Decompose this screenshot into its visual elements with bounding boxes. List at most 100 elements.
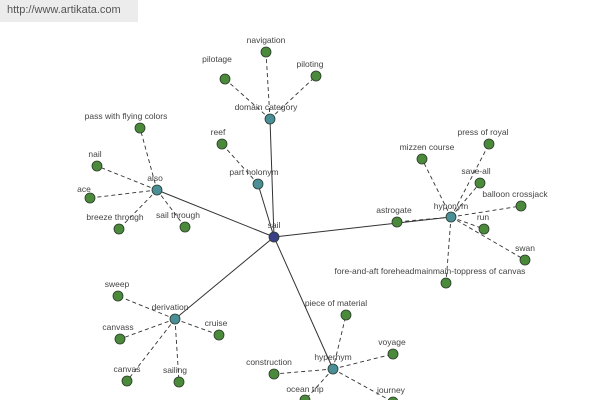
leaf-node-voyage[interactable] bbox=[387, 348, 399, 360]
leaf-node-sailing[interactable] bbox=[173, 376, 185, 388]
node-label-also: also bbox=[147, 173, 163, 183]
node-label-hypernym: hypernym bbox=[314, 352, 351, 362]
leaf-node-mizzen-course[interactable] bbox=[416, 153, 428, 165]
node-label-save-all: save-all bbox=[461, 166, 490, 176]
node-label-canvas: canvas bbox=[114, 364, 141, 374]
edge-sail-part-holonym bbox=[257, 183, 275, 238]
edge-hypernym-journey bbox=[332, 368, 391, 400]
leaf-node-swan[interactable] bbox=[519, 254, 531, 266]
edge-hyponym-save-all bbox=[450, 182, 481, 218]
node-label-astrogate: astrogate bbox=[376, 205, 412, 215]
edge-sail-also bbox=[156, 189, 275, 238]
node-label-domain-category: domain category bbox=[235, 102, 299, 112]
node-label-piloting: piloting bbox=[297, 59, 324, 69]
node-label-hyponym: hyponym bbox=[434, 201, 469, 211]
node-label-mizzen-course: mizzen course bbox=[400, 142, 455, 152]
leaf-node-balloon-crossjack[interactable] bbox=[515, 200, 527, 212]
node-label-sailing: sailing bbox=[163, 365, 187, 375]
leaf-node-cruise[interactable] bbox=[213, 329, 225, 341]
leaf-node-pilotage[interactable] bbox=[219, 73, 231, 85]
node-label-piece-of-material: piece of material bbox=[305, 298, 367, 308]
node-label-sail-through: sail through bbox=[156, 210, 200, 220]
relation-node-hypernym[interactable] bbox=[327, 363, 339, 375]
node-label-nail: nail bbox=[88, 149, 101, 159]
leaf-node-save-all[interactable] bbox=[474, 177, 486, 189]
node-label-part-holonym: part holonym bbox=[229, 167, 278, 177]
node-label-construction: construction bbox=[246, 357, 292, 367]
node-label-press-of-royal: press of royal bbox=[457, 127, 508, 137]
leaf-node-journey[interactable] bbox=[387, 396, 399, 400]
edge-hyponym-run bbox=[450, 216, 485, 230]
source-url-banner[interactable]: http://www.artikata.com bbox=[0, 0, 138, 22]
leaf-node-piece-of-material[interactable] bbox=[340, 309, 352, 321]
leaf-node-pass-with-flying-colors[interactable] bbox=[134, 122, 146, 134]
edge-sail-hyponym bbox=[273, 216, 452, 238]
leaf-node-ace[interactable] bbox=[84, 192, 96, 204]
edge-hyponym-mizzen-course bbox=[421, 158, 452, 218]
graph-nodes bbox=[84, 46, 531, 400]
node-label-pass-with-flying-colors: pass with flying colors bbox=[85, 111, 168, 121]
node-label-voyage: voyage bbox=[378, 337, 406, 347]
node-label-ace: ace bbox=[77, 184, 91, 194]
leaf-node-sail-through[interactable] bbox=[179, 221, 191, 233]
leaf-node-nail[interactable] bbox=[91, 160, 103, 172]
edge-derivation-sweep bbox=[117, 295, 176, 320]
edge-derivation-canvass bbox=[119, 318, 176, 340]
node-label-cruise: cruise bbox=[205, 318, 228, 328]
node-label-run: run bbox=[477, 212, 490, 222]
leaf-node-canvas[interactable] bbox=[121, 375, 133, 387]
edge-hyponym-swan bbox=[450, 216, 526, 261]
edge-hypernym-construction bbox=[273, 368, 334, 375]
edge-also-sail-through bbox=[156, 189, 186, 228]
relation-node-derivation[interactable] bbox=[169, 313, 181, 325]
edge-derivation-sailing bbox=[174, 318, 180, 383]
leaf-node-press-of-royal[interactable] bbox=[483, 138, 495, 150]
node-label-fore-and-aft-foreheadmainmain-toppress-of-canvas: fore-and-aft foreheadmainmain-toppress o… bbox=[335, 266, 526, 276]
node-label-breeze-through: breeze through bbox=[86, 212, 143, 222]
edge-also-ace bbox=[89, 189, 158, 199]
edge-part-holonym-reef bbox=[221, 143, 259, 185]
edge-domain-category-piloting bbox=[269, 75, 317, 120]
node-label-journey: journey bbox=[376, 385, 406, 395]
relation-node-also[interactable] bbox=[151, 184, 163, 196]
leaf-node-fore-and-aft-foreheadmainmain-toppress-of-canvas[interactable] bbox=[440, 277, 452, 289]
node-label-canvass: canvass bbox=[102, 322, 133, 332]
node-label-balloon-crossjack: balloon crossjack bbox=[482, 189, 548, 199]
node-label-pilotage: pilotage bbox=[202, 54, 232, 64]
edge-also-pass-with-flying-colors bbox=[139, 127, 158, 191]
edge-derivation-canvas bbox=[126, 318, 176, 382]
edge-domain-category-pilotage bbox=[224, 78, 271, 120]
node-label-navigation: navigation bbox=[247, 35, 286, 45]
graph-edges bbox=[89, 51, 526, 400]
edge-hypernym-piece-of-material bbox=[332, 314, 347, 370]
leaf-node-canvass[interactable] bbox=[114, 333, 126, 345]
leaf-node-sweep[interactable] bbox=[112, 290, 124, 302]
edge-also-breeze-through bbox=[118, 189, 158, 230]
edge-sail-hypernym bbox=[273, 236, 334, 370]
leaf-node-construction[interactable] bbox=[268, 368, 280, 380]
leaf-node-ocean-trip[interactable] bbox=[299, 394, 311, 400]
relation-node-part-holonym[interactable] bbox=[252, 178, 264, 190]
node-label-derivation: derivation bbox=[152, 302, 189, 312]
edge-hypernym-voyage bbox=[332, 353, 394, 370]
edge-also-nail bbox=[96, 165, 158, 191]
edge-hyponym-astrogate bbox=[396, 216, 452, 223]
node-label-reef: reef bbox=[211, 127, 226, 137]
edge-sail-derivation bbox=[174, 236, 275, 320]
center-node-sail[interactable] bbox=[268, 231, 280, 243]
leaf-node-breeze-through[interactable] bbox=[113, 223, 125, 235]
edge-derivation-cruise bbox=[174, 318, 220, 336]
leaf-node-astrogate[interactable] bbox=[391, 216, 403, 228]
relation-node-domain-category[interactable] bbox=[264, 113, 276, 125]
leaf-node-navigation[interactable] bbox=[260, 46, 272, 58]
node-label-ocean-trip: ocean trip bbox=[286, 384, 324, 394]
node-label-sail: sail bbox=[268, 220, 281, 230]
leaf-node-reef[interactable] bbox=[216, 138, 228, 150]
relation-node-hyponym[interactable] bbox=[445, 211, 457, 223]
leaf-node-piloting[interactable] bbox=[310, 70, 322, 82]
edge-hyponym-balloon-crossjack bbox=[450, 205, 522, 218]
graph-labels: sail domain category part holonym also hypon… bbox=[77, 35, 548, 395]
edge-sail-domain-category bbox=[269, 118, 275, 238]
leaf-node-run[interactable] bbox=[478, 223, 490, 235]
